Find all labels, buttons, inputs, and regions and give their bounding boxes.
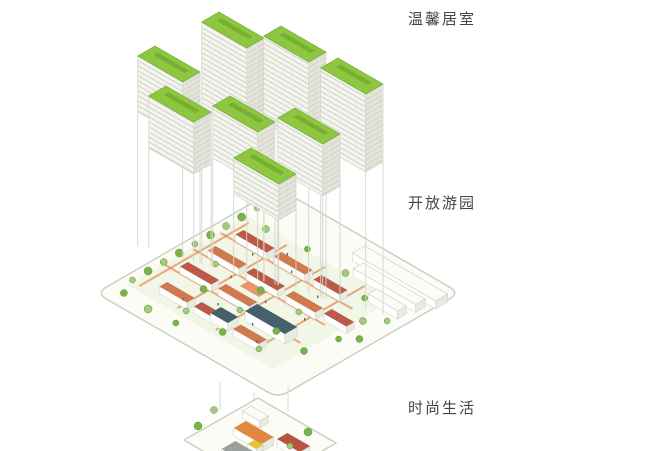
residential-tower (148, 85, 212, 175)
podium-layer (182, 397, 338, 451)
label-park-layer: 开放游园 (408, 194, 477, 212)
label-podium-layer: 时尚生活 (408, 399, 477, 417)
residential-tower (233, 147, 297, 221)
towers-layer (137, 11, 384, 221)
label-towers-layer: 温馨居室 (408, 10, 477, 28)
scene-content (100, 11, 456, 451)
